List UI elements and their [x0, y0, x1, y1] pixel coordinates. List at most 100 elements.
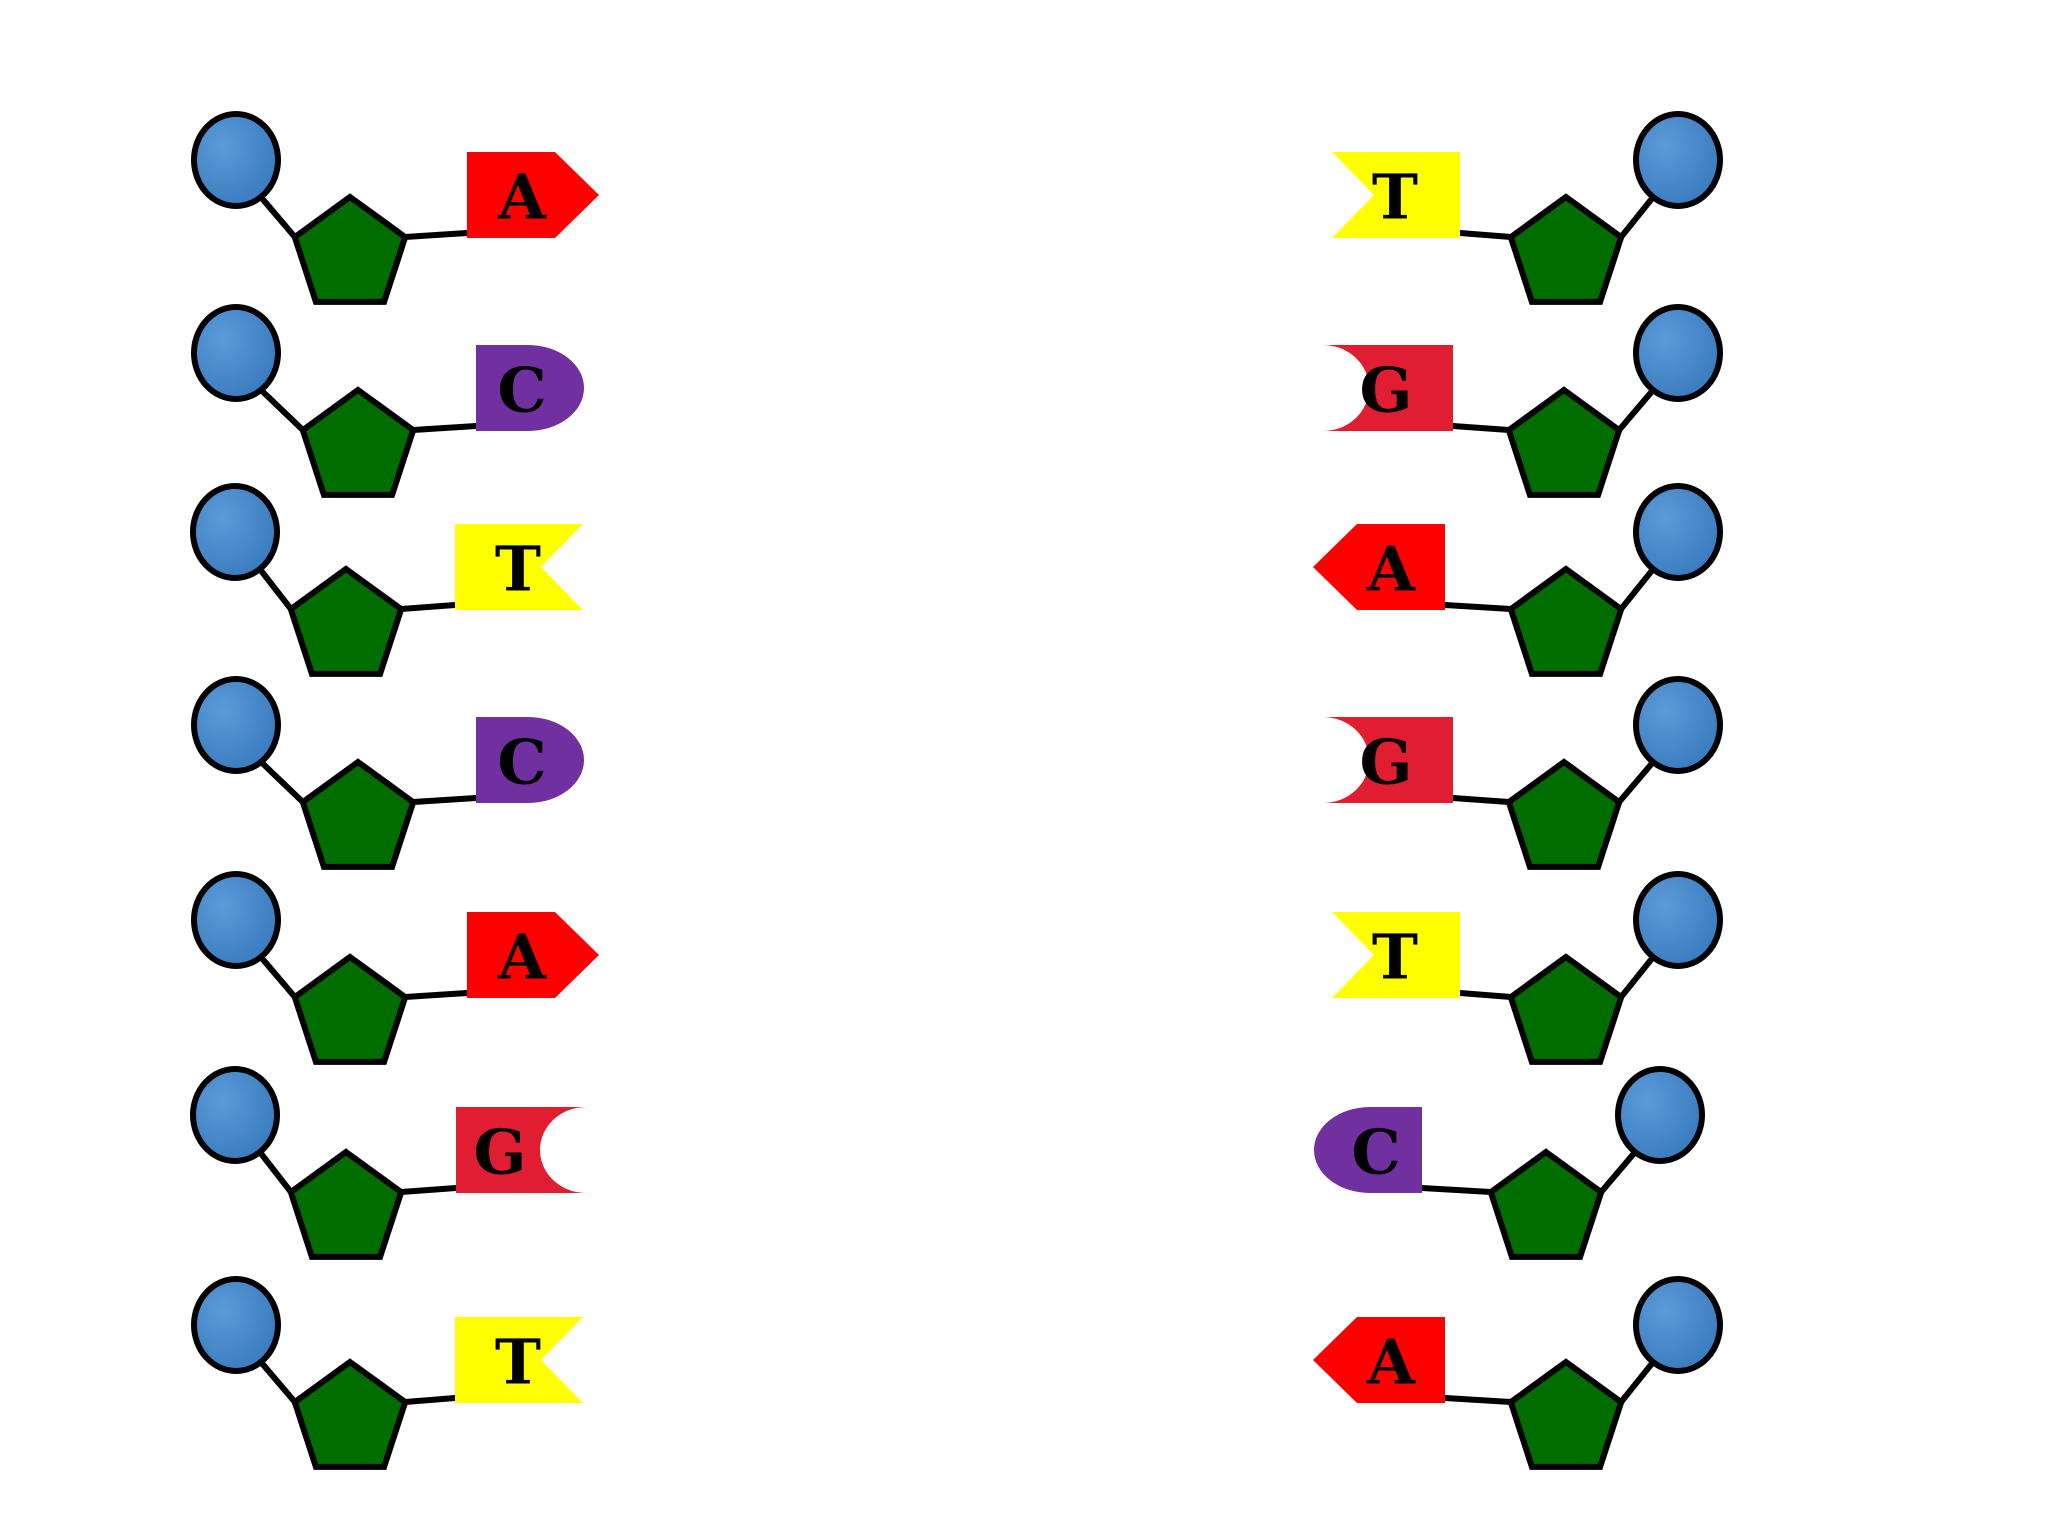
sugar-base-bond: [402, 1395, 458, 1406]
phosphate-circle: [1633, 1276, 1723, 1374]
phosphate-circle: [1633, 304, 1723, 402]
phosphate-sugar-bond: [256, 1148, 294, 1196]
nucleotide-left-7: T: [191, 1276, 583, 1470]
phosphate-sugar-bond: [257, 953, 298, 1001]
base-A-shape: [467, 912, 599, 998]
base-C-shape: [476, 717, 584, 803]
phosphate-circle: [190, 1066, 280, 1164]
sugar-base-bond: [1457, 230, 1514, 241]
sugar-base-bond: [410, 423, 479, 434]
base-letter: G: [474, 1116, 527, 1189]
phosphate-circle: [1633, 111, 1723, 209]
base-T-shape: [1332, 912, 1460, 998]
sugar-base-bond: [402, 230, 470, 241]
phosphate-circle: [1633, 676, 1723, 774]
base-A-shape: [1313, 1317, 1445, 1403]
base-letter: T: [1372, 161, 1418, 234]
phosphate-sugar-bond: [1616, 758, 1657, 806]
phosphate-sugar-bond: [257, 758, 306, 806]
nucleotide-left-5: A: [191, 871, 599, 1065]
deoxyribose-sugar-pentagon: [1507, 1358, 1625, 1470]
nucleotide-right-7: A: [1313, 1276, 1723, 1470]
deoxyribose-sugar-pentagon: [299, 758, 417, 870]
right-strand: T G A G T C A: [1313, 111, 1723, 1470]
nucleotide-left-1: A: [191, 111, 599, 305]
base-C-shape: [1314, 1107, 1422, 1193]
nucleotide-right-5: T: [1332, 871, 1723, 1065]
nucleotide-right-1: T: [1332, 111, 1723, 305]
sugar-base-bond: [1419, 1185, 1494, 1196]
sugar-base-bond: [398, 1185, 459, 1196]
nucleotide-left-2: C: [191, 304, 584, 498]
base-G-shape: [1323, 345, 1453, 431]
sugar-base-bond: [402, 990, 470, 1001]
base-letter: A: [1366, 533, 1416, 606]
nucleotide-left-6: G: [190, 1066, 586, 1260]
phosphate-circle: [191, 676, 281, 774]
base-T-shape: [455, 1317, 583, 1403]
phosphate-sugar-bond: [1598, 1148, 1639, 1196]
base-T-shape: [455, 524, 583, 610]
base-letter: A: [497, 161, 547, 234]
sugar-base-bond: [1450, 423, 1512, 434]
phosphate-circle: [191, 871, 281, 969]
base-letter: C: [497, 354, 546, 427]
deoxyribose-sugar-pentagon: [287, 1148, 405, 1260]
base-letter: G: [1360, 354, 1413, 427]
base-letter: T: [495, 533, 541, 606]
nucleotide-right-3: A: [1313, 483, 1723, 677]
base-letter: A: [497, 921, 547, 994]
phosphate-sugar-bond: [257, 386, 306, 434]
deoxyribose-sugar-pentagon: [287, 565, 405, 677]
deoxyribose-sugar-pentagon: [1507, 953, 1625, 1065]
sugar-base-bond: [1457, 990, 1514, 1001]
base-A-shape: [467, 152, 599, 238]
base-letter: T: [495, 1326, 541, 1399]
base-letter: C: [1351, 1116, 1400, 1189]
phosphate-circle: [191, 111, 281, 209]
phosphate-sugar-bond: [257, 1358, 298, 1406]
base-letter: A: [1366, 1326, 1416, 1399]
base-C-shape: [476, 345, 584, 431]
sugar-base-bond: [398, 602, 458, 613]
phosphate-sugar-bond: [1618, 193, 1657, 241]
deoxyribose-sugar-pentagon: [291, 1358, 409, 1470]
deoxyribose-sugar-pentagon: [1507, 193, 1625, 305]
sugar-base-bond: [410, 795, 479, 806]
sugar-base-bond: [1442, 1395, 1514, 1406]
base-letter: C: [497, 726, 546, 799]
nucleotide-left-3: T: [190, 483, 583, 677]
phosphate-circle: [1615, 1066, 1705, 1164]
base-T-shape: [1332, 152, 1460, 238]
phosphate-sugar-bond: [1618, 565, 1657, 613]
phosphate-sugar-bond: [1618, 953, 1657, 1001]
sugar-base-bond: [1442, 602, 1514, 613]
sugar-base-bond: [1450, 795, 1512, 806]
nucleotide-right-2: G: [1323, 304, 1723, 498]
base-A-shape: [1313, 524, 1445, 610]
deoxyribose-sugar-pentagon: [1507, 565, 1625, 677]
base-letter: G: [1360, 726, 1413, 799]
phosphate-sugar-bond: [1618, 1358, 1657, 1406]
nucleotide-right-4: G: [1323, 676, 1723, 870]
base-G-shape: [1323, 717, 1453, 803]
base-letter: T: [1372, 921, 1418, 994]
deoxyribose-sugar-pentagon: [291, 953, 409, 1065]
phosphate-sugar-bond: [256, 565, 294, 613]
phosphate-circle: [190, 483, 280, 581]
nucleotide-left-4: C: [191, 676, 584, 870]
deoxyribose-sugar-pentagon: [291, 193, 409, 305]
deoxyribose-sugar-pentagon: [1487, 1148, 1605, 1260]
phosphate-sugar-bond: [257, 193, 298, 241]
deoxyribose-sugar-pentagon: [299, 386, 417, 498]
phosphate-circle: [1633, 483, 1723, 581]
phosphate-circle: [191, 1276, 281, 1374]
deoxyribose-sugar-pentagon: [1505, 758, 1623, 870]
base-G-shape: [456, 1107, 586, 1193]
deoxyribose-sugar-pentagon: [1505, 386, 1623, 498]
left-strand: A C T C A G T: [190, 111, 599, 1470]
phosphate-circle: [1633, 871, 1723, 969]
phosphate-circle: [191, 304, 281, 402]
phosphate-sugar-bond: [1616, 386, 1657, 434]
